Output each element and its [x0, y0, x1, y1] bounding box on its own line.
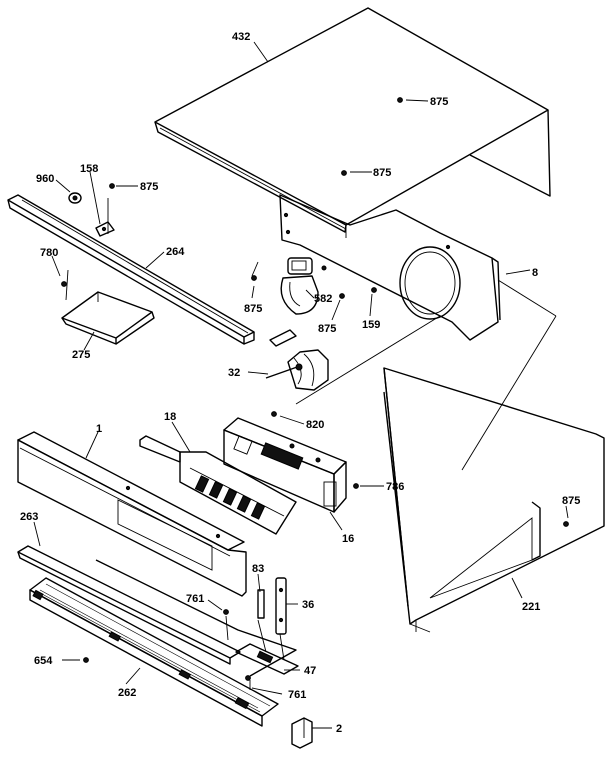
top-cover-panel — [154, 7, 551, 233]
callout-264: 264 — [166, 246, 185, 258]
knob-2 — [291, 717, 313, 749]
callout-582: 582 — [314, 293, 332, 305]
callout-263: 263 — [20, 511, 38, 523]
callout-875-left: 875 — [140, 181, 158, 193]
callout-262: 262 — [118, 687, 136, 699]
bracket-47 — [235, 643, 299, 675]
callout-820: 820 — [306, 419, 324, 431]
fan-motor — [265, 329, 329, 391]
callout-18: 18 — [164, 411, 176, 423]
callout-875-fan2: 875 — [318, 323, 336, 335]
callout-761-a: 761 — [186, 593, 204, 605]
electronic-control — [223, 417, 347, 513]
callout-158: 158 — [80, 163, 98, 175]
callout-654: 654 — [34, 655, 53, 667]
callout-761-b: 761 — [288, 689, 306, 701]
callouts: 432 875 875 960 158 875 264 780 275 875 … — [20, 31, 580, 735]
fasteners — [61, 97, 569, 681]
vent-grille-262 — [29, 577, 279, 727]
callout-275: 275 — [72, 349, 90, 361]
callout-36: 36 — [302, 599, 314, 611]
callout-960: 960 — [36, 173, 54, 185]
callout-47: 47 — [304, 665, 316, 677]
hardware-960 — [68, 192, 82, 204]
bracket-275 — [61, 291, 155, 345]
display-board — [139, 435, 297, 535]
callout-83: 83 — [252, 563, 264, 575]
motor-bracket — [280, 257, 327, 315]
callout-875-top: 875 — [430, 96, 448, 108]
assembly-lines — [65, 198, 557, 690]
callout-32: 32 — [228, 367, 240, 379]
control-panel — [17, 431, 247, 597]
callout-875-mid: 875 — [373, 167, 391, 179]
callout-786: 786 — [386, 481, 404, 493]
bracket-83 — [257, 589, 265, 619]
lower-trim-263 — [17, 545, 297, 677]
side-panel-221 — [383, 367, 605, 633]
callout-432: 432 — [232, 31, 250, 43]
callout-8: 8 — [532, 267, 538, 279]
callout-875-fan: 875 — [244, 303, 262, 315]
callout-221: 221 — [522, 601, 540, 613]
switch-36 — [275, 577, 287, 635]
callout-780: 780 — [40, 247, 58, 259]
callout-159: 159 — [362, 319, 380, 331]
rear-fan-housing — [279, 194, 501, 341]
callout-16: 16 — [342, 533, 354, 545]
callout-2: 2 — [336, 723, 342, 735]
clip-158 — [95, 221, 115, 237]
callout-1: 1 — [96, 423, 102, 435]
top-trim-bar — [7, 194, 255, 345]
callout-875-right: 875 — [562, 495, 580, 507]
leader-lines — [33, 41, 569, 729]
